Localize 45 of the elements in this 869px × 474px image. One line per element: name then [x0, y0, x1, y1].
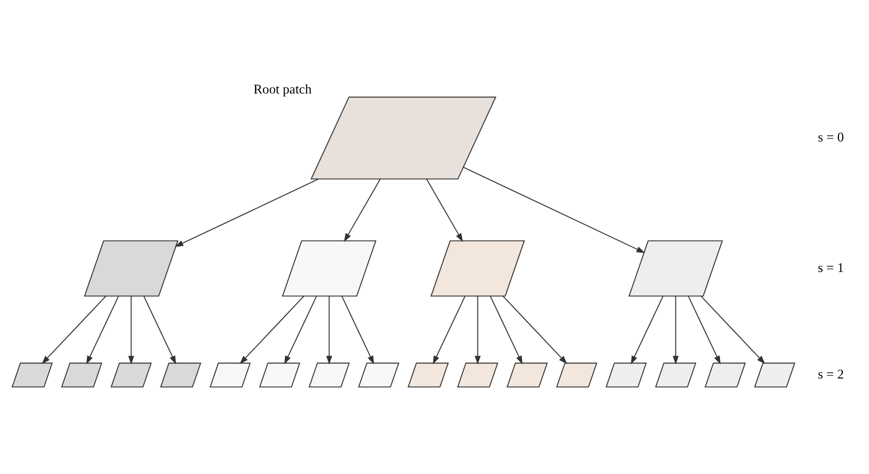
- node-parallelogram: [606, 362, 647, 387]
- node-parallelogram: [358, 362, 400, 387]
- node-parallelogram: [61, 362, 102, 387]
- label: s = 1: [818, 259, 844, 274]
- node-parallelogram: [160, 362, 202, 387]
- arrow: [474, 295, 481, 364]
- node-parallelogram: [506, 362, 548, 387]
- node-parallelogram: [110, 362, 152, 387]
- node-parallelogram: [556, 362, 598, 387]
- node-parallelogram: [84, 240, 178, 296]
- arrow: [86, 295, 120, 364]
- node-parallelogram: [754, 362, 796, 387]
- arrow: [326, 295, 332, 364]
- arrow: [672, 295, 679, 364]
- node-parallelogram: [408, 362, 449, 387]
- arrow: [688, 295, 721, 364]
- node-parallelogram: [210, 362, 251, 387]
- node-parallelogram: [628, 240, 723, 296]
- arrow: [174, 178, 319, 246]
- node-parallelogram: [704, 362, 746, 387]
- node-parallelogram: [282, 240, 376, 296]
- label: s = 0: [818, 129, 844, 144]
- node-parallelogram: [308, 362, 350, 387]
- node-parallelogram: [430, 240, 525, 296]
- label: s = 2: [818, 366, 844, 382]
- node-parallelogram: [457, 362, 498, 387]
- node-parallelogram: [12, 362, 53, 387]
- node-parallelogram: [310, 96, 496, 179]
- arrow: [426, 178, 463, 242]
- arrow: [344, 178, 381, 242]
- arrow: [240, 295, 304, 364]
- arrow: [700, 295, 766, 364]
- node-parallelogram: [655, 362, 696, 387]
- node-parallelogram: [259, 362, 300, 387]
- arrow: [284, 295, 318, 364]
- arrow: [143, 295, 176, 364]
- arrow: [502, 295, 568, 364]
- arrow: [490, 295, 523, 364]
- arrow: [432, 295, 466, 364]
- arrow: [463, 166, 646, 253]
- arrow: [42, 295, 106, 364]
- arrow: [341, 295, 374, 364]
- arrow: [630, 295, 664, 364]
- node-label: Root patch: [254, 80, 312, 96]
- arrow: [128, 295, 134, 364]
